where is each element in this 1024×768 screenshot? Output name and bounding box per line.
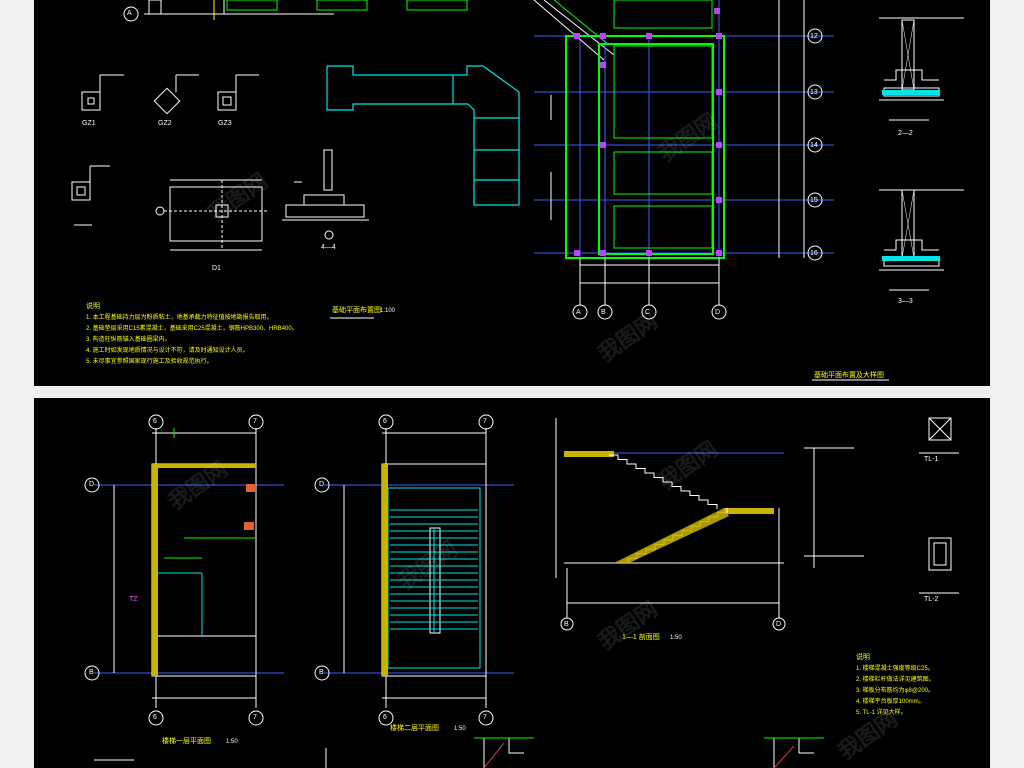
detail-label-d1: D1	[212, 265, 221, 272]
section-label-3-3: 3—3	[898, 298, 913, 305]
tl1-label: TL-1	[924, 456, 939, 463]
stair-treads	[390, 509, 478, 630]
axis-y-15: 15	[810, 197, 818, 204]
note-line: 1. 楼梯混凝土强度等级C25。	[856, 666, 934, 672]
column-label-gz3: GZ3	[218, 120, 232, 127]
plan1-scale: 1:50	[226, 739, 238, 745]
plan2-scale: 1:50	[454, 726, 466, 732]
plan-scale: 1:100	[380, 308, 396, 314]
column-label-gz2: GZ2	[158, 120, 172, 127]
axis-bottom-6: 6	[153, 714, 157, 721]
section-label-4-4: 4—4	[321, 244, 336, 251]
stair-flight-upper	[609, 454, 718, 509]
axis-x-d: D	[715, 309, 721, 316]
drawing-sheet-stair: 6 7 D B 6 7 D B 6 7 6 7 B D TZ TL-1 TL-2…	[34, 398, 990, 768]
note-line: 3. 构造柱纵筋锚入基础圈梁内。	[86, 337, 171, 343]
axis-y-14: 14	[810, 142, 818, 149]
axis-y-16: 16	[810, 250, 818, 257]
column-label-gz1: GZ1	[82, 120, 96, 127]
plan2-title: 楼梯二层平面图	[390, 725, 439, 732]
note-line: 3. 梯板分布筋均为φ8@200。	[856, 688, 935, 694]
notes-title: 说明	[86, 303, 100, 310]
note-line: 4. 施工时如发现地质情况与设计不符，请及时通知设计人员。	[86, 348, 249, 354]
axis-side-b: B	[89, 669, 94, 676]
axis-top-6: 6	[383, 418, 387, 425]
axis-top-7: 7	[483, 418, 487, 425]
tl2-label: TL-2	[924, 596, 939, 603]
axis-section-b: B	[564, 621, 569, 628]
section-title: 1—1 剖面图	[622, 634, 660, 641]
stair-drawing-svg	[84, 414, 959, 768]
axis-bottom-7: 7	[483, 714, 487, 721]
plan1-title: 楼梯一层平面图	[162, 738, 211, 745]
note-line: 4. 楼梯平台板厚100mm。	[856, 699, 925, 705]
axis-x-a: A	[576, 309, 581, 316]
drawing-sheet-foundation: A GZ1 GZ2 GZ3 D1 4—4 基础平面布置图 1:100 A B C…	[34, 0, 990, 386]
axis-side-d: D	[89, 481, 95, 488]
axis-x-c: C	[645, 309, 651, 316]
note-line: 5. TL-1 详见大样。	[856, 710, 907, 716]
sheet-caption: 基础平面布置及大样图	[814, 372, 884, 379]
axis-section-d: D	[776, 621, 782, 628]
axis-label-left: A	[127, 10, 132, 17]
axis-side-d: D	[319, 481, 325, 488]
axis-top-6: 6	[153, 418, 157, 425]
note-line: 5. 未尽事宜参照国家现行施工及验收规范执行。	[86, 359, 213, 365]
section-scale: 1:50	[670, 635, 682, 641]
notes-title-2: 说明	[856, 654, 870, 661]
axis-x-b: B	[601, 309, 606, 316]
plan-title: 基础平面布置图	[332, 307, 381, 314]
section-label-2-2: 2—2	[898, 130, 913, 137]
axis-top-7: 7	[253, 418, 257, 425]
note-line: 2. 楼梯栏杆做法详见建筑图。	[856, 677, 935, 683]
note-line: 1. 本工程基础持力层为粉质粘土，地基承载力特征值按地勘报告取用。	[86, 315, 273, 321]
note-line: 2. 基础垫层采用C15素混凝土，基础采用C25混凝土，钢筋HPB300、HRB…	[86, 326, 298, 332]
axis-y-13: 13	[810, 89, 818, 96]
notes-list-2: 1. 楼梯混凝土强度等级C25。 2. 楼梯栏杆做法详见建筑图。 3. 梯板分布…	[856, 666, 935, 721]
tz-label: TZ	[129, 596, 138, 603]
foundation-drawing-svg	[71, 0, 964, 381]
notes-list: 1. 本工程基础持力层为粉质粘土，地基承载力特征值按地勘报告取用。 2. 基础垫…	[86, 315, 298, 370]
axis-bottom-6: 6	[383, 714, 387, 721]
axis-bottom-7: 7	[253, 714, 257, 721]
axis-side-b: B	[319, 669, 324, 676]
axis-y-12: 12	[810, 33, 818, 40]
